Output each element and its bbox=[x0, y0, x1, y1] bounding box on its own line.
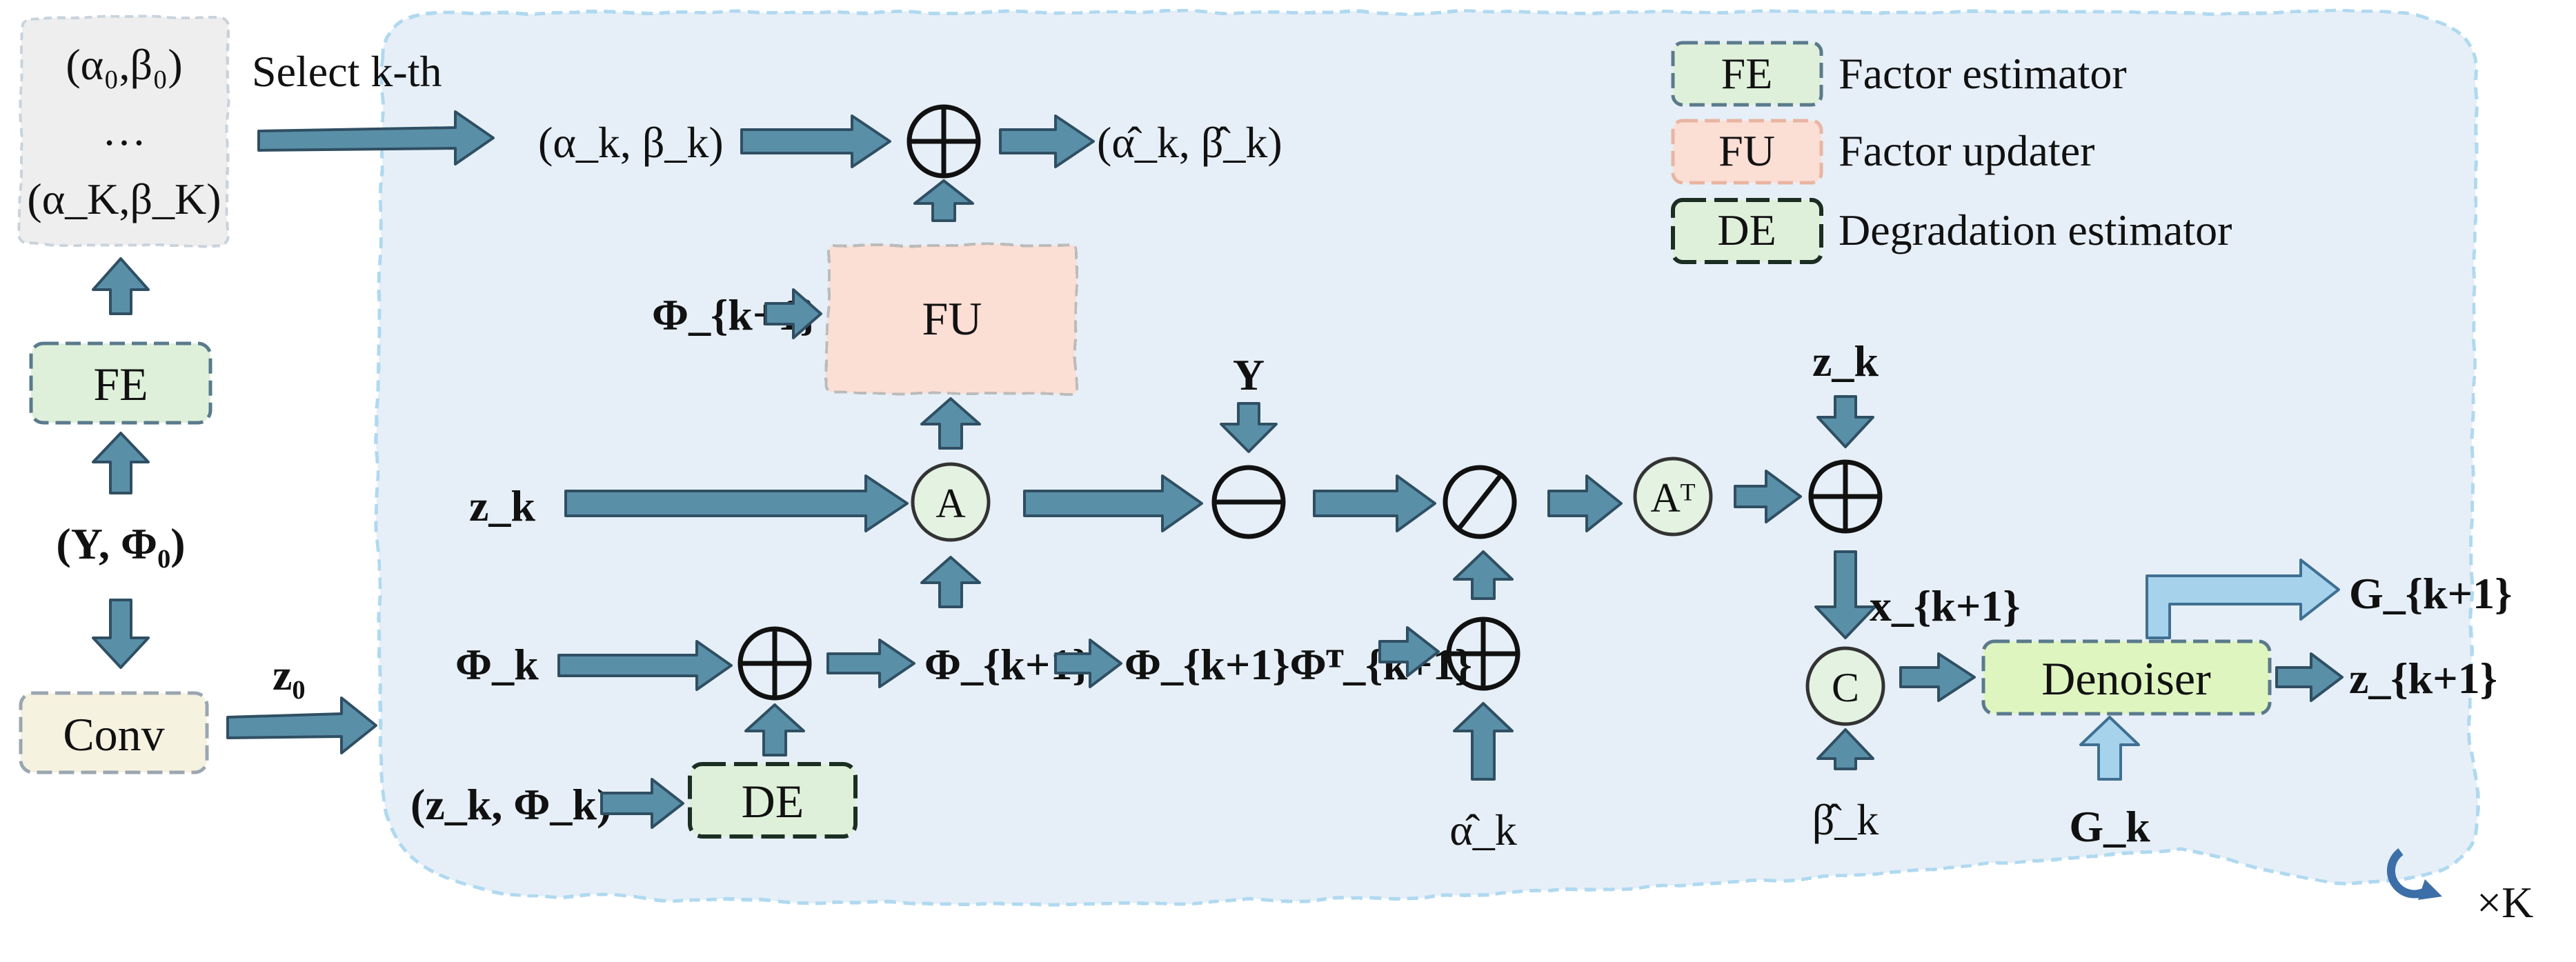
arrow-phik1-to-prod bbox=[1054, 639, 1122, 688]
arrow-input-to-de bbox=[600, 778, 684, 829]
g-k-label: G_k bbox=[2069, 802, 2150, 851]
arrow-at-to-plus bbox=[1734, 470, 1802, 523]
arrow-conv-to-region bbox=[226, 697, 377, 754]
arrow-input-to-fe bbox=[92, 432, 150, 494]
phi-k-label: Φ_k bbox=[455, 640, 539, 689]
legend-fu-tag: FU bbox=[1718, 126, 1775, 175]
denoiser-box bbox=[1981, 639, 2272, 716]
z0-label: z₀ bbox=[273, 650, 306, 699]
fu-box-label: FU bbox=[922, 292, 982, 345]
arrow-zk-to-a bbox=[564, 474, 909, 532]
arrow-div-to-at bbox=[1547, 474, 1623, 532]
legend-fe-text: Factor estimator bbox=[1839, 49, 2127, 98]
arrow-phik1-to-a bbox=[920, 556, 981, 608]
arrow-denoiser-to-zk1 bbox=[2275, 652, 2344, 702]
y-label: Y bbox=[1233, 350, 1265, 399]
arrow-a-to-minus bbox=[1023, 474, 1203, 532]
plus-op-top bbox=[906, 104, 981, 179]
fe-box bbox=[29, 341, 212, 425]
conv-box bbox=[19, 691, 209, 774]
legend-fe-swatch bbox=[1671, 41, 1823, 107]
arrow-prod-to-plus bbox=[1378, 626, 1440, 677]
arrow-phi-to-fu bbox=[764, 288, 822, 339]
arrow-input-to-conv bbox=[92, 599, 150, 669]
a-node-label: A bbox=[935, 481, 965, 526]
g-k1-label: G_{k+1} bbox=[2349, 569, 2512, 618]
legend-de-tag: DE bbox=[1717, 206, 1776, 254]
alpha-beta-hat: (α̂_k, β̂_k) bbox=[1097, 118, 1282, 167]
de-input-label: (z_k, Φ_k) bbox=[410, 780, 611, 829]
arrow-y-to-minus bbox=[1220, 402, 1278, 453]
de-box bbox=[688, 762, 858, 839]
conv-box-label: Conv bbox=[63, 708, 164, 761]
z-k-left: z_k bbox=[469, 481, 535, 530]
c-node-label: C bbox=[1832, 665, 1859, 710]
arrow-zk-to-plus bbox=[1816, 395, 1874, 448]
input-y-phi0: (Y, Φ₀) bbox=[56, 519, 185, 568]
fu-box bbox=[826, 243, 1078, 394]
alpha-hat-label: α̂_k bbox=[1449, 805, 1517, 854]
arrow-de-to-plus bbox=[744, 703, 805, 756]
arrow-phik-to-plus bbox=[557, 640, 733, 691]
beta-hat-label: β̂_k bbox=[1812, 795, 1879, 844]
arrow-beta-to-c bbox=[1816, 728, 1874, 770]
arrow-plus-to-abhat bbox=[999, 114, 1095, 168]
arrow-fe-to-stack bbox=[92, 257, 150, 315]
arrow-plus-to-phik1 bbox=[826, 639, 915, 688]
a-node bbox=[911, 462, 991, 542]
plus-op-alpha bbox=[1446, 617, 1520, 691]
arrow-alpha-to-plus bbox=[1453, 702, 1514, 781]
z-k-top: z_k bbox=[1812, 337, 1879, 385]
factor-stack-bottom: (α_K,β_K) bbox=[27, 174, 221, 223]
loop-icon bbox=[2387, 848, 2442, 900]
legend-de-swatch bbox=[1671, 198, 1823, 264]
at-node-label: Aᵀ bbox=[1650, 475, 1695, 521]
arrow-fu-to-plus bbox=[913, 179, 974, 222]
z-k1-label: z_{k+1} bbox=[2349, 654, 2497, 703]
left-arrows bbox=[92, 110, 495, 754]
loop-count-label: ×K bbox=[2477, 878, 2533, 927]
arrow-plus-to-c bbox=[1814, 550, 1876, 639]
x-k1-label: x_{k+1} bbox=[1870, 581, 2021, 630]
plus-op-right bbox=[1808, 459, 1883, 534]
denoiser-box-label: Denoiser bbox=[2041, 652, 2211, 705]
select-kth-label: Select k-th bbox=[252, 47, 442, 96]
alpha-beta-k: (α_k, β_k) bbox=[538, 118, 724, 167]
divide-op bbox=[1443, 465, 1517, 539]
arrow-abk-to-plus bbox=[740, 114, 891, 168]
legend-fu-text: Factor updater bbox=[1839, 126, 2094, 175]
arrow-c-to-denoiser bbox=[1899, 652, 1976, 702]
legend-fu-swatch bbox=[1671, 119, 1823, 185]
legend-de-text: Degradation estimator bbox=[1839, 206, 2232, 254]
legend-fe-tag: FE bbox=[1721, 49, 1773, 98]
factor-stack-top: (α₀,β₀) bbox=[66, 40, 182, 89]
c-node bbox=[1805, 646, 1885, 726]
de-box-label: DE bbox=[742, 775, 804, 828]
minus-op bbox=[1211, 465, 1286, 539]
at-node bbox=[1633, 457, 1713, 537]
fe-box-label: FE bbox=[93, 358, 148, 410]
arrow-gk-to-denoiser bbox=[2079, 716, 2140, 781]
factor-stack-box bbox=[19, 16, 229, 246]
plus-op-phi bbox=[737, 626, 812, 701]
factor-stack-dots: … bbox=[102, 106, 146, 154]
arrow-minus-to-div bbox=[1313, 474, 1436, 532]
arrow-a-to-fu bbox=[920, 397, 981, 450]
arrow-select-to-main bbox=[257, 110, 495, 166]
arrow-plus-to-div bbox=[1453, 550, 1514, 600]
arrow-denoiser-to-gk1 bbox=[2146, 559, 2340, 639]
